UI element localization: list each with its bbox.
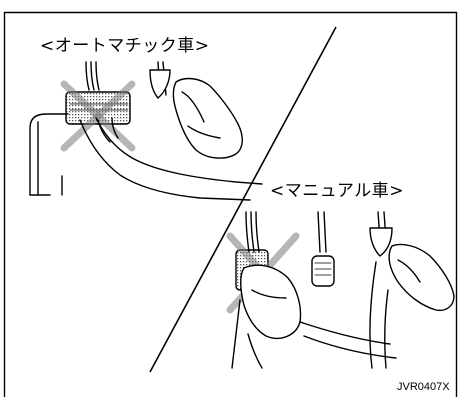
automatic-scene	[29, 61, 263, 201]
figure-frame	[3, 11, 458, 397]
manual-transmission-label: <マニュアル車>	[270, 181, 404, 201]
automatic-transmission-label: <オートマチック車>	[40, 36, 210, 56]
figure-code: JVR0407X	[397, 381, 450, 393]
manual-scene	[226, 211, 455, 369]
